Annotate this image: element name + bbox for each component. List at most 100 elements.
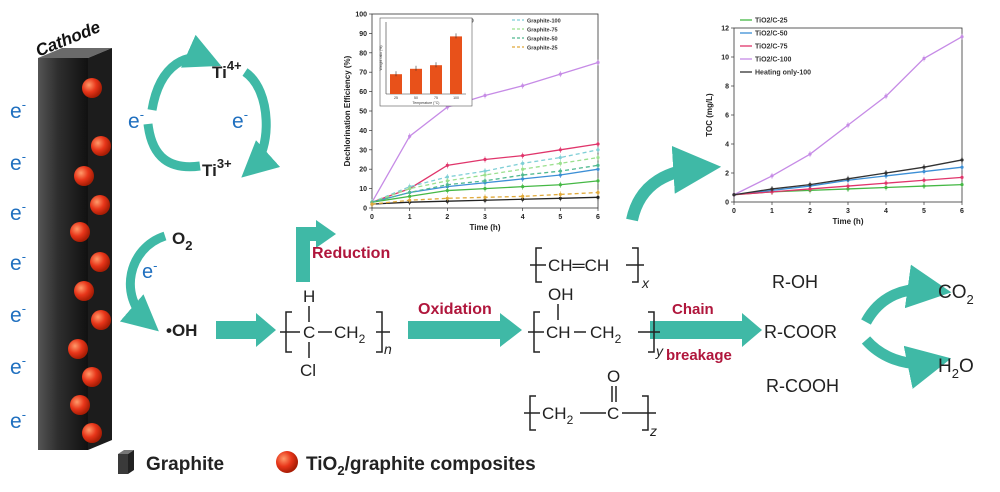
data-point (770, 174, 774, 178)
legend-label: Graphite-25 (527, 46, 558, 52)
cathode-front-face (38, 58, 88, 450)
legend-label: TiO2/C-50 (755, 31, 788, 38)
x-tick-label: 3 (483, 214, 487, 221)
data-point (445, 105, 449, 109)
data-point (884, 185, 888, 190)
data-point (884, 94, 888, 98)
ti4-ion: Ti4+ (212, 58, 242, 82)
hydroxyl-oh: OH (548, 285, 574, 304)
pvc-chlorine: Cl (300, 361, 316, 380)
data-point (521, 167, 525, 171)
data-point (770, 187, 774, 191)
product-co2: CO2 (938, 282, 974, 307)
reduction-arrow (296, 227, 318, 282)
inset-category-label: 100 (453, 96, 459, 100)
tio2-sphere-10 (70, 395, 90, 415)
ketone-subscript-z: z (649, 423, 657, 439)
data-point (960, 158, 964, 162)
cycle-electron-left: e- (128, 107, 144, 133)
graphite-swatch (118, 454, 128, 474)
data-point (558, 192, 562, 197)
y-tick-label: 2 (725, 171, 729, 178)
hydroxyl-subscript-y: y (655, 343, 664, 359)
pvc-ch2: CH2 (334, 323, 366, 346)
y-tick-label: 10 (721, 55, 729, 62)
data-point (922, 165, 926, 169)
data-point (846, 123, 850, 127)
y-tick-label: 10 (359, 186, 367, 193)
data-point (558, 173, 562, 177)
data-point (558, 72, 562, 76)
chart-link-arrow (626, 145, 722, 222)
data-point (445, 175, 449, 179)
x-tick-label: 2 (808, 208, 812, 215)
data-point (922, 56, 926, 61)
data-point (558, 155, 562, 160)
x-tick-label: 6 (960, 208, 964, 215)
data-point (596, 155, 600, 160)
cycle-arrow-left (143, 123, 201, 172)
inset-bar-2 (430, 65, 442, 94)
process-arrows (216, 145, 952, 389)
y-tick-label: 60 (359, 89, 367, 96)
tio2-sphere-2 (74, 166, 94, 186)
legend-label: Graphite-75 (527, 28, 558, 34)
inset-bar-3 (450, 36, 462, 94)
product-r-coor: R-COOR (764, 322, 837, 342)
inset-category-label: 25 (394, 96, 398, 100)
o2-electron: e- (142, 258, 157, 283)
data-point (558, 161, 562, 165)
data-point (922, 184, 926, 188)
data-point (445, 188, 449, 193)
hydroxyl-ch: CH (546, 323, 571, 342)
o2-to-oh-arrow (119, 231, 167, 332)
data-point (483, 179, 487, 183)
hydroxyl-structure: OH CH CH2 y (528, 285, 664, 359)
data-point (408, 198, 412, 202)
tio2-sphere-6 (74, 281, 94, 301)
ti3-ion: Ti3+ (202, 156, 232, 180)
cathode-electron-3: e- (10, 249, 26, 275)
data-point (521, 194, 525, 198)
y-tick-label: 0 (363, 206, 367, 213)
polyene-subscript-x: x (641, 275, 650, 291)
ti-redox-cycle: Ti4+ Ti3+ e- e- (128, 34, 281, 180)
legend-label: Heating only-100 (755, 70, 811, 77)
oxidation-label: Oxidation (418, 301, 492, 318)
inset-category-label: 75 (434, 96, 438, 100)
oxidation-arrow (408, 313, 522, 347)
data-point (408, 194, 412, 198)
y-tick-label: 6 (725, 113, 729, 120)
tio2-sphere-4 (70, 222, 90, 242)
legend: Graphite TiO2/graphite composites (118, 450, 536, 478)
legend-label: TiO2/C-100 (755, 57, 792, 64)
x-axis-label: Time (h) (470, 223, 501, 232)
pvc-hydrogen: H (303, 287, 315, 306)
pvc-carbon: C (303, 323, 315, 342)
data-point (596, 148, 600, 152)
data-point (960, 175, 964, 179)
cathode-electron-4: e- (10, 301, 26, 327)
inset-y-label: Weight ratio (%) (379, 45, 383, 70)
y-axis-label: Dechlorination Efficiency (%) (343, 55, 352, 166)
data-point (922, 169, 926, 174)
y-tick-label: 40 (359, 128, 367, 135)
data-point (808, 152, 812, 156)
pvc-subscript-n: n (384, 341, 392, 357)
data-point (596, 195, 600, 199)
data-point (445, 163, 449, 167)
data-point (521, 173, 525, 177)
data-point (483, 93, 487, 98)
reduction-label: Reduction (312, 245, 390, 262)
ketone-carbon: C (607, 404, 619, 423)
ketone-oxygen: O (607, 367, 620, 386)
tio2-sphere-0 (82, 78, 102, 98)
legend-label: TiO2/C-25 (755, 18, 788, 25)
y-tick-label: 20 (359, 167, 367, 174)
x-tick-label: 0 (732, 208, 736, 215)
ketone-ch2: CH2 (542, 404, 574, 427)
inset-bar-1 (410, 68, 422, 94)
